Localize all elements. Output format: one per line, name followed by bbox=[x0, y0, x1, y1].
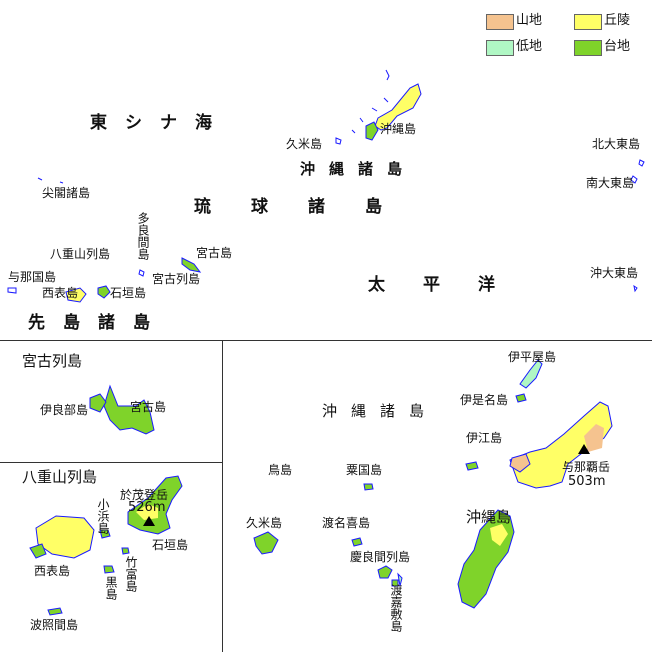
label-miyako-main: 宮古島 bbox=[196, 246, 233, 260]
label-yonaha: 与那覇岳 bbox=[562, 460, 611, 474]
kuro-inset bbox=[103, 565, 115, 574]
okinawa-inset-south-hills bbox=[490, 524, 508, 546]
legend-label-mountain: 山地 bbox=[516, 13, 543, 28]
tonaki-inset bbox=[351, 537, 363, 547]
label-yonaguni: 与那国島 bbox=[8, 270, 57, 284]
legend-swatch-plateau bbox=[574, 40, 602, 56]
label-kerama: 慶良間列島 bbox=[350, 550, 411, 564]
yonaha-peak-icon bbox=[578, 444, 590, 454]
iriomote-plateau bbox=[29, 543, 47, 559]
kerama-inset bbox=[377, 565, 399, 587]
iheya-inset bbox=[519, 359, 543, 389]
label-miyako-inset: 宮古島 bbox=[130, 400, 167, 414]
legend-label-lowland: 低地 bbox=[516, 39, 543, 54]
legend-swatch-hills bbox=[574, 14, 602, 30]
label-ishigaki-inset: 石垣島 bbox=[152, 538, 189, 552]
minamidaito-outline bbox=[630, 175, 638, 184]
tarama-outline bbox=[138, 269, 145, 277]
label-omoto-height: 526m bbox=[128, 500, 166, 515]
label-ishigaki-main: 石垣島 bbox=[110, 286, 147, 300]
label-okinawa-inset: 沖縄島 bbox=[466, 508, 512, 526]
okinawa-inset-north bbox=[509, 401, 613, 489]
vertical-divider bbox=[222, 340, 223, 652]
label-okinawa-islands-main: 沖縄諸島 bbox=[300, 160, 417, 178]
label-tokashiki: 渡嘉敷島 bbox=[389, 584, 403, 632]
label-pacific: 太平洋 bbox=[368, 275, 533, 295]
label-okidaito: 沖大東島 bbox=[590, 266, 639, 280]
label-omoto: 於茂登岳 bbox=[120, 488, 169, 502]
horizontal-divider bbox=[0, 340, 652, 341]
label-minamidaito: 南大東島 bbox=[586, 176, 635, 190]
kume-inset bbox=[253, 531, 279, 555]
aguni-inset bbox=[363, 483, 374, 491]
yonaguni-outline bbox=[7, 287, 17, 294]
senkaku-outline bbox=[37, 177, 64, 184]
inset-divider bbox=[0, 462, 222, 463]
label-tori: 鳥島 bbox=[268, 463, 293, 477]
hateruma-inset bbox=[47, 607, 63, 616]
okinawa-inset-title: 沖縄諸島 bbox=[322, 402, 439, 420]
label-izena: 伊是名島 bbox=[460, 393, 509, 407]
kohama-inset bbox=[99, 529, 111, 539]
label-miyako-group-main: 宮古列島 bbox=[152, 272, 201, 286]
label-sakishima: 先島諸島 bbox=[28, 313, 168, 333]
label-ryukyu: 琉球諸島 bbox=[194, 197, 422, 217]
label-yonaha-height: 503m bbox=[568, 474, 606, 489]
label-tarama: 多良間島 bbox=[136, 212, 150, 260]
legend-label-hills: 丘陵 bbox=[604, 13, 631, 28]
ishigaki-small bbox=[97, 285, 111, 299]
label-kuro: 黒島 bbox=[104, 576, 118, 600]
label-ie: 伊江島 bbox=[466, 431, 503, 445]
miyako-small bbox=[181, 257, 202, 273]
label-aguni: 粟国島 bbox=[346, 463, 383, 477]
label-tonaki: 渡名喜島 bbox=[322, 516, 371, 530]
map-legend: 山地 丘陵 低地 台地 bbox=[480, 10, 650, 62]
motobu-inset bbox=[509, 453, 531, 473]
okidaito-outline bbox=[633, 284, 638, 293]
label-iriomote-inset: 西表島 bbox=[34, 564, 71, 578]
taketomi-inset bbox=[121, 547, 130, 555]
okinawa-inset-mountain bbox=[584, 424, 604, 452]
label-kohama: 小浜島 bbox=[96, 498, 110, 534]
label-kume-inset: 久米島 bbox=[246, 516, 283, 530]
izena-inset bbox=[515, 393, 527, 403]
tokashiki-inset bbox=[397, 572, 403, 587]
yaeyama-inset-title: 八重山列島 bbox=[22, 468, 98, 486]
legend-swatch-mountain bbox=[486, 14, 514, 30]
omoto-peak-icon bbox=[143, 516, 155, 526]
label-iheya: 伊平屋島 bbox=[508, 350, 557, 364]
legend-label-plateau: 台地 bbox=[604, 39, 631, 54]
legend-swatch-lowland bbox=[486, 40, 514, 56]
irabu-inset bbox=[89, 393, 107, 413]
ishigaki-inset bbox=[127, 475, 183, 535]
label-iriomote-main: 西表島 bbox=[42, 286, 79, 300]
okinawa-main-small bbox=[374, 83, 422, 131]
ishigaki-hills bbox=[136, 504, 158, 520]
miyako-inset-title: 宮古列島 bbox=[22, 352, 83, 370]
label-taketomi: 竹富島 bbox=[124, 556, 138, 592]
label-senkaku: 尖閣諸島 bbox=[42, 186, 91, 200]
label-yaeyama-main: 八重山列島 bbox=[50, 247, 111, 261]
ie-inset bbox=[465, 461, 479, 471]
label-east-china-sea: 東シナ海 bbox=[90, 113, 230, 133]
label-kitadaito: 北大東島 bbox=[592, 137, 641, 151]
label-irabu-inset: 伊良部島 bbox=[40, 403, 89, 417]
label-hateruma: 波照間島 bbox=[30, 618, 79, 632]
amami-islands bbox=[351, 69, 390, 134]
label-kume-main: 久米島 bbox=[286, 137, 323, 151]
miyako-inset-main bbox=[103, 384, 155, 435]
iriomote-small bbox=[65, 287, 87, 303]
kitadaito-outline bbox=[638, 159, 645, 167]
kume-main-outline bbox=[335, 137, 342, 145]
label-okinawa-main: 沖縄島 bbox=[380, 122, 417, 136]
